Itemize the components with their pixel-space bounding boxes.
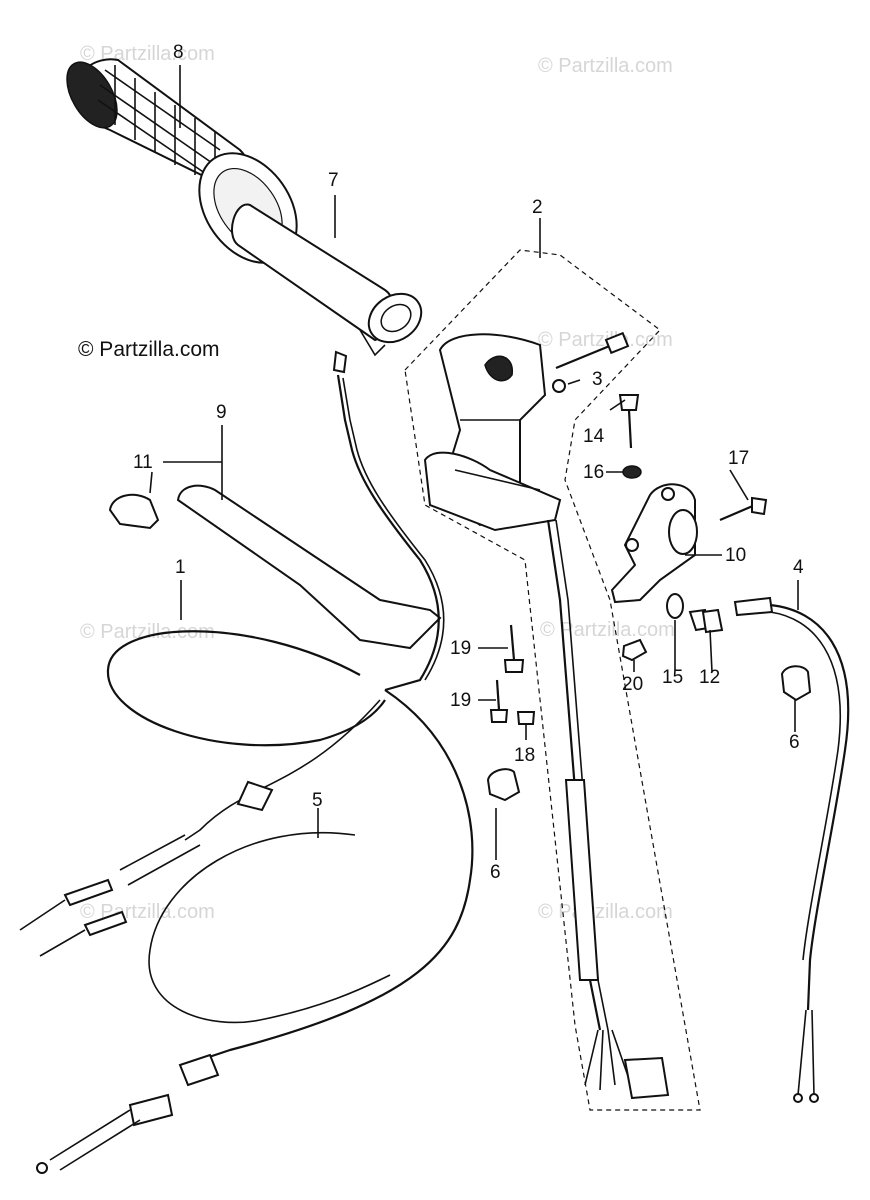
watermark-top-right: © Partzilla.com xyxy=(538,55,673,77)
switch-wiring-harness xyxy=(546,519,670,1100)
callout-9: 9 xyxy=(216,402,227,423)
clutch-cable-part xyxy=(36,689,474,1174)
nut-part-20 xyxy=(621,638,648,662)
adjuster-part-12 xyxy=(688,608,724,634)
callout-19a: 19 xyxy=(450,638,471,659)
screw-part-3 xyxy=(552,331,630,393)
bolt-part-14 xyxy=(618,394,640,449)
cable-part-4 xyxy=(733,596,850,1103)
bolt-part-17 xyxy=(719,496,768,522)
callout-6b: 6 xyxy=(789,732,800,753)
callout-6a: 6 xyxy=(490,862,501,883)
callout-5: 5 xyxy=(312,790,323,811)
watermark-mid-left: © Partzilla.com xyxy=(80,621,215,643)
callout-15: 15 xyxy=(662,667,683,688)
grip-part xyxy=(66,58,298,264)
callout-11: 11 xyxy=(133,452,153,473)
nut-part-16 xyxy=(622,465,642,479)
screw-part-19a xyxy=(503,624,525,673)
callout-14: 14 xyxy=(583,426,605,447)
throttle-tube-part xyxy=(231,203,423,357)
lever-bracket-part xyxy=(610,483,698,604)
screw-part-19b xyxy=(489,679,509,723)
clip-part-6a xyxy=(486,768,521,802)
callout-4: 4 xyxy=(793,557,804,578)
leader-lines xyxy=(149,65,799,860)
callout-2: 2 xyxy=(532,197,543,218)
callout-7: 7 xyxy=(328,170,339,191)
callout-18: 18 xyxy=(514,745,535,766)
screw-part-18 xyxy=(516,711,536,725)
callout-12: 12 xyxy=(699,667,720,688)
callout-8: 8 xyxy=(173,42,184,63)
clip-part-6b xyxy=(780,665,812,702)
callout-20: 20 xyxy=(622,674,643,695)
callout-1: 1 xyxy=(175,557,186,578)
callout-17: 17 xyxy=(728,448,749,469)
callout-3: 3 xyxy=(592,369,603,390)
cable-upper xyxy=(332,350,445,692)
watermark-bottom-right: © Partzilla.com xyxy=(538,901,673,923)
switch-housing-part xyxy=(404,249,701,1111)
throttle-cable-part xyxy=(19,630,386,957)
clutch-lever-part xyxy=(176,484,442,650)
watermark-main: © Partzilla.com xyxy=(78,338,220,361)
callout-16: 16 xyxy=(583,462,604,483)
callout-19b: 19 xyxy=(450,690,471,711)
washer-part-15 xyxy=(666,593,684,619)
callout-10: 10 xyxy=(725,545,746,566)
lever-cap-part xyxy=(108,493,160,530)
watermark-mid-center: © Partzilla.com xyxy=(540,619,675,641)
